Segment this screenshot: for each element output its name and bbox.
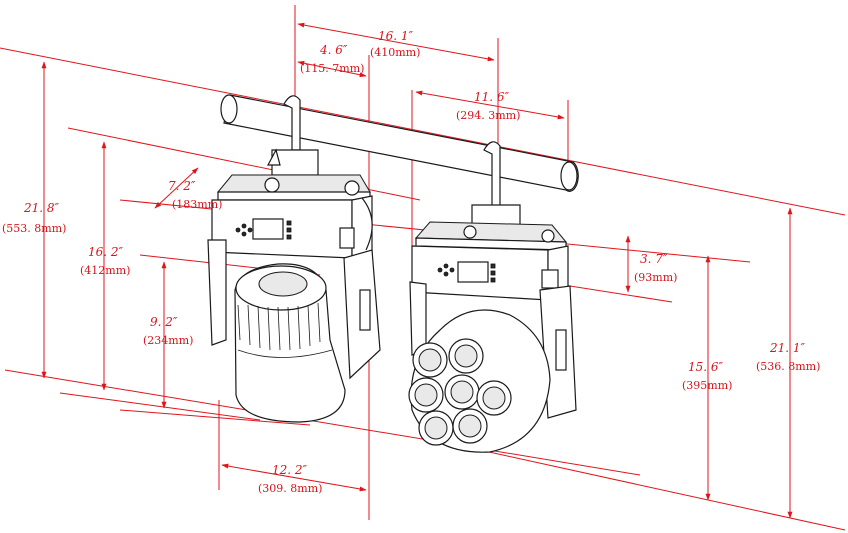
dim-height-front-mm: (395mm) xyxy=(682,379,732,392)
dimension-labels: 16. 1″ (410mm) 4. 6″ (115. 7mm) 11. 6″ (… xyxy=(2,29,820,495)
dim-height-front-inch: 15. 6″ xyxy=(688,360,724,374)
dim-total-width-mm: (410mm) xyxy=(370,46,420,59)
head-fins xyxy=(237,302,321,351)
dim-base-width-inch: 12. 2″ xyxy=(272,463,308,477)
dim-height-body-inch: 16. 2″ xyxy=(88,245,124,259)
dim-head-height-mm: (234mm) xyxy=(143,334,193,347)
dim-height-max-inch: 21. 8″ xyxy=(23,201,60,215)
dim-head-height-inch: 9. 2″ xyxy=(150,315,178,329)
dim-base-width-mm: (309. 8mm) xyxy=(258,482,322,495)
dim-total-width-inch: 16. 1″ xyxy=(378,29,414,43)
dim-yoke-offset-mm: (93mm) xyxy=(634,271,677,284)
dim-unit-spacing-inch: 11. 6″ xyxy=(474,90,510,104)
dim-height-front-total-inch: 21. 1″ xyxy=(769,341,806,355)
lens-array xyxy=(408,338,512,446)
left-fixture xyxy=(207,95,381,423)
truss-pipe xyxy=(220,94,579,192)
dim-height-front-total-mm: (536. 8mm) xyxy=(756,360,820,373)
dim-clamp-depth-mm: (183mm) xyxy=(172,198,222,211)
dim-height-max-mm: (553. 8mm) xyxy=(2,222,66,235)
dim-height-body-mm: (412mm) xyxy=(80,264,130,277)
dim-yoke-offset-inch: 3. 7″ xyxy=(640,252,668,266)
dim-pipe-offset-inch: 4. 6″ xyxy=(319,43,348,57)
right-fixture xyxy=(408,141,577,453)
dim-pipe-offset-mm: (115. 7mm) xyxy=(300,62,364,75)
dim-unit-spacing-mm: (294. 3mm) xyxy=(456,109,520,122)
dim-clamp-depth-inch: 7. 2″ xyxy=(168,179,196,193)
dimension-arrows xyxy=(41,22,793,519)
